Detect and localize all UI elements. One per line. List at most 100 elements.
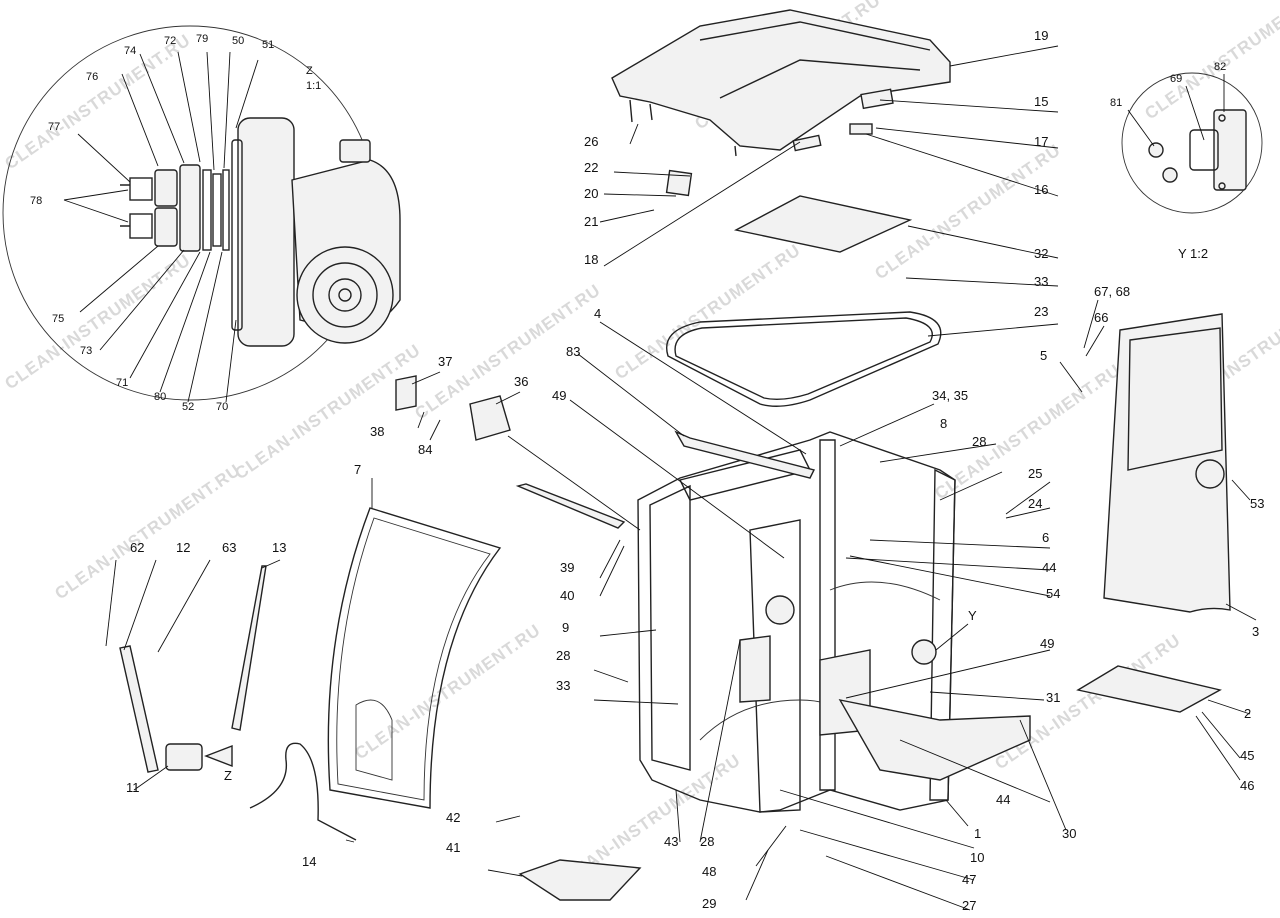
washer (202, 169, 212, 251)
detail-y-marker: Y (968, 608, 977, 623)
callout-53: 53 (1250, 496, 1264, 511)
roof-vent-grille (860, 88, 894, 110)
callout-9: 9 (562, 620, 569, 635)
floor-step-panel (838, 699, 1031, 781)
callout-28-left: 28 (556, 648, 570, 663)
step-platform (1076, 665, 1222, 713)
wiper-motor-small (165, 743, 203, 771)
detail-y-circle (1121, 72, 1263, 214)
callout-78: 78 (30, 195, 42, 207)
cab-center-post (749, 519, 801, 813)
callout-44-right: 44 (1042, 560, 1056, 575)
callout-19: 19 (1034, 28, 1048, 43)
callout-67-68: 67, 68 (1094, 284, 1130, 299)
callout-20: 20 (584, 186, 598, 201)
roof-seal (666, 311, 942, 407)
roof-shell (611, 9, 951, 151)
mirror-mount (469, 395, 511, 441)
callout-66: 66 (1094, 310, 1108, 325)
callout-28-right: 28 (972, 434, 986, 449)
callout-15: 15 (1034, 94, 1048, 109)
detail-z-leaders (63, 51, 259, 403)
detail-y-marker-leader (935, 623, 969, 651)
callout-82: 82 (1214, 61, 1226, 73)
callout-6: 6 (1042, 530, 1049, 545)
cab-crossbar (829, 581, 941, 601)
callout-30: 30 (1062, 826, 1076, 841)
cab-rear-post (649, 484, 691, 771)
roof-group (611, 9, 951, 197)
callout-2: 2 (1244, 706, 1251, 721)
motor-shaft (338, 288, 352, 302)
callout-1: 1 (974, 826, 981, 841)
callout-77: 77 (48, 121, 60, 133)
wiper-motor (765, 595, 795, 625)
shaft-nut (129, 177, 153, 201)
cab-outline (637, 431, 956, 813)
callout-36: 36 (514, 374, 528, 389)
handrail (674, 430, 816, 479)
callout-32: 32 (1034, 246, 1048, 261)
hex-nut (179, 164, 201, 252)
motor-gasket (231, 139, 243, 331)
callout-73: 73 (80, 345, 92, 357)
callout-29: 29 (702, 896, 716, 911)
watermark-text: CLEAN-INSTRUMENT.RU (351, 620, 544, 763)
callout-74: 74 (124, 45, 136, 57)
callout-50: 50 (232, 35, 244, 47)
detail-y-title: Y 1:2 (1178, 246, 1208, 261)
shaft-tip (120, 184, 130, 227)
windshield-seal (336, 517, 491, 801)
callout-62: 62 (130, 540, 144, 555)
callout-25: 25 (1028, 466, 1042, 481)
callout-22: 22 (584, 160, 598, 175)
callout-44-bottom: 44 (996, 792, 1010, 807)
callout-24: 24 (1028, 496, 1042, 511)
callout-12: 12 (176, 540, 190, 555)
view-z-arrow-label: Z (224, 768, 232, 783)
windshield-cutout (355, 699, 393, 781)
hinge-pin-head (1148, 142, 1164, 158)
callout-8: 8 (940, 416, 947, 431)
callout-83: 83 (566, 344, 580, 359)
callout-34-35: 34, 35 (932, 388, 968, 403)
motor-end-cap (296, 246, 394, 344)
motor-end-cap-ring (312, 262, 378, 328)
callout-37: 37 (438, 354, 452, 369)
callout-76: 76 (86, 71, 98, 83)
callout-3: 3 (1252, 624, 1259, 639)
shaft-nut (129, 213, 153, 239)
callout-16: 16 (1034, 182, 1048, 197)
callout-7: 7 (354, 462, 361, 477)
door-handle (1195, 459, 1225, 489)
callout-40: 40 (560, 588, 574, 603)
watermark-text: CLEAN-INSTRUMENT.RU (611, 240, 804, 383)
mirror-plate (395, 375, 417, 411)
wiper-blade (231, 565, 267, 731)
leader-69 (1185, 85, 1205, 141)
callout-51: 51 (262, 39, 274, 51)
callout-75: 75 (52, 313, 64, 325)
callout-49-right: 49 (1040, 636, 1054, 651)
callout-43: 43 (664, 834, 678, 849)
hex-nut (154, 169, 178, 207)
hinge-pin-head (1162, 167, 1178, 183)
callout-5: 5 (1040, 348, 1047, 363)
hinge-location-y (911, 639, 937, 665)
callout-39: 39 (560, 560, 574, 575)
detail-z-view: Z 1:1 74 72 79 (2, 25, 401, 413)
detail-z-title: Z (306, 65, 313, 77)
cab-front-post (819, 439, 836, 791)
detail-y-view: 69 82 81 Y 1:2 (1110, 61, 1263, 261)
motor-end-cap-ring (328, 278, 362, 312)
pedal-bracket (739, 635, 771, 703)
callout-14: 14 (302, 854, 316, 869)
hinge-bolt (1218, 182, 1226, 190)
view-z-arrow (204, 744, 233, 768)
callout-10: 10 (970, 850, 984, 865)
hinge-plate (1213, 109, 1247, 191)
callout-labels: 19 15 17 16 32 33 23 26 22 20 21 18 4 83… (126, 28, 1264, 913)
roof-ridge (699, 21, 931, 51)
callout-69: 69 (1170, 73, 1182, 85)
